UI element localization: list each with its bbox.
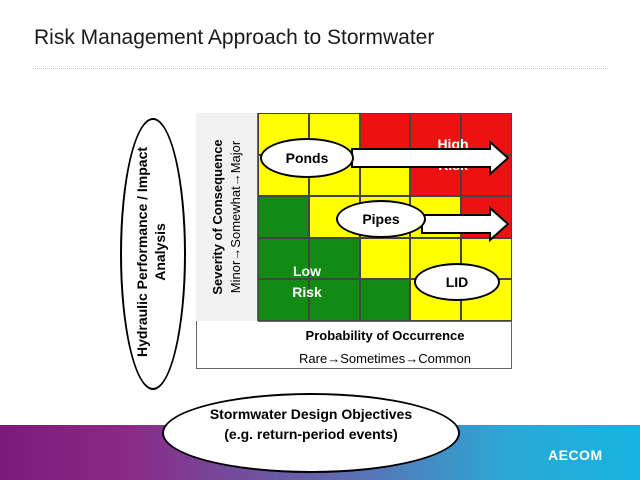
risk-cell-yellow bbox=[308, 113, 360, 155]
design-objectives-label: Stormwater Design Objectives (e.g. retur… bbox=[162, 404, 460, 444]
ponds-arrow bbox=[351, 140, 510, 176]
hydraulic-performance-label: Hydraulic Performance / Impact Analysis bbox=[134, 146, 168, 358]
probability-axis-scale: Rare→Sometimes→Common bbox=[299, 351, 471, 366]
hydraulic-performance-oval bbox=[120, 118, 186, 390]
design-objectives-line1: Stormwater Design Objectives bbox=[209, 406, 413, 422]
severity-axis-panel bbox=[196, 113, 258, 321]
design-objectives-oval bbox=[162, 393, 460, 473]
risk-cell-green bbox=[258, 279, 309, 321]
severity-axis-title: Severity of Consequence bbox=[210, 139, 225, 295]
risk-cell-red bbox=[410, 113, 462, 155]
slide-title: Risk Management Approach to Stormwater bbox=[34, 26, 435, 49]
ponds-oval: Ponds bbox=[260, 138, 354, 178]
risk-cell-green bbox=[359, 279, 411, 321]
probability-axis-panel bbox=[258, 321, 512, 369]
risk-cell-green bbox=[258, 237, 309, 280]
risk-cell-yellow bbox=[359, 237, 411, 280]
risk-grid bbox=[258, 113, 512, 321]
lid-oval: LID bbox=[414, 263, 500, 301]
aecom-logo: AECOM bbox=[548, 447, 603, 463]
pipes-arrow bbox=[421, 206, 510, 242]
title-divider bbox=[33, 68, 608, 69]
severity-axis-scale: Minor→Somewhat→Major bbox=[228, 140, 243, 294]
severity-axis-label: Severity of Consequence Minor→Somewhat→M… bbox=[209, 117, 245, 317]
probability-axis-title: Probability of Occurrence bbox=[305, 328, 465, 343]
risk-cell-green bbox=[258, 196, 309, 238]
design-objectives-line2: (e.g. return-period events) bbox=[224, 426, 398, 442]
pipes-oval: Pipes bbox=[336, 200, 426, 238]
risk-cell-green bbox=[308, 279, 360, 321]
risk-cell-green bbox=[308, 237, 360, 280]
